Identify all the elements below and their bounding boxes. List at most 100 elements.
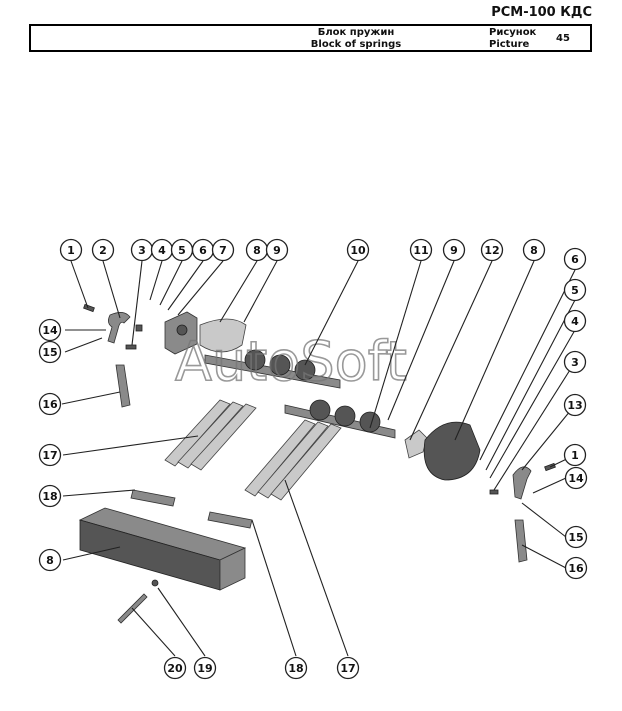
callout-8b: 8	[522, 238, 546, 262]
callout-9b: 9	[442, 238, 466, 262]
callout-8a: 8	[245, 238, 269, 262]
callout-14a: 14	[38, 318, 62, 342]
callout-19: 19	[193, 656, 217, 680]
callout-4b: 4	[563, 309, 587, 333]
part-cam-2	[269, 354, 291, 376]
svg-text:10: 10	[350, 244, 366, 257]
svg-text:7: 7	[219, 244, 227, 257]
callout-13: 13	[563, 393, 587, 417]
svg-text:5: 5	[571, 284, 579, 297]
svg-text:3: 3	[571, 356, 579, 369]
svg-text:2: 2	[99, 244, 107, 257]
svg-text:15: 15	[568, 531, 583, 544]
svg-text:17: 17	[42, 449, 57, 462]
svg-text:20: 20	[167, 662, 183, 675]
svg-text:15: 15	[42, 346, 57, 359]
callout-6b: 6	[563, 247, 587, 271]
svg-text:18: 18	[42, 490, 57, 503]
svg-text:9: 9	[450, 244, 458, 257]
svg-text:3: 3	[138, 244, 146, 257]
part-washer-left	[135, 324, 143, 332]
callout-3b: 3	[563, 350, 587, 374]
callout-4a: 4	[150, 238, 174, 262]
part-lever-left	[107, 312, 131, 344]
callout-14b: 14	[564, 466, 588, 490]
part-cam-3	[294, 359, 316, 381]
callout-10: 10	[346, 238, 370, 262]
part-cam-6	[359, 411, 381, 433]
title-ru: Блок пружин	[317, 27, 395, 38]
part-bolt-right	[489, 489, 499, 495]
svg-text:16: 16	[42, 398, 58, 411]
svg-text:8: 8	[253, 244, 261, 257]
svg-text:13: 13	[567, 399, 582, 412]
part-bolt-left	[125, 344, 137, 350]
callout-7: 7	[211, 238, 235, 262]
leader-lines	[61, 260, 576, 657]
callout-15a: 15	[38, 340, 62, 364]
callout-11: 11	[409, 238, 433, 262]
diagram-title: Блок пружин Block of springs	[286, 27, 426, 51]
svg-text:11: 11	[413, 244, 428, 257]
figure-number: 45	[556, 33, 570, 44]
svg-text:5: 5	[178, 244, 186, 257]
svg-text:4: 4	[571, 315, 579, 328]
model-name: РСМ-100 КДС	[491, 5, 592, 20]
part-plate-left	[199, 318, 247, 353]
part-flange-hole	[176, 324, 188, 336]
parts-drawing	[78, 303, 556, 624]
svg-text:6: 6	[199, 244, 207, 257]
svg-text:16: 16	[568, 562, 584, 575]
part-housing-side	[219, 547, 246, 591]
part-springs-upper	[164, 399, 257, 471]
svg-text:1: 1	[67, 244, 75, 257]
callout-12: 12	[480, 238, 504, 262]
figure-label: Рисунок Picture	[489, 27, 536, 51]
part-chain-right	[514, 519, 528, 563]
callout-17a: 17	[38, 443, 62, 467]
svg-text:17: 17	[340, 662, 355, 675]
callout-17b: 17	[336, 656, 360, 680]
part-cam-5	[334, 405, 356, 427]
callout-16a: 16	[38, 392, 62, 416]
callout-18b: 18	[284, 656, 308, 680]
part-ring	[151, 579, 159, 587]
callout-9a: 9	[265, 238, 289, 262]
part-bracket-upper	[130, 489, 176, 507]
svg-text:14: 14	[42, 324, 58, 337]
callout-5a: 5	[170, 238, 194, 262]
callout-2: 2	[91, 238, 115, 262]
callout-6a: 6	[191, 238, 215, 262]
callout-16b: 16	[564, 556, 588, 580]
svg-text:6: 6	[571, 253, 579, 266]
callout-20: 20	[163, 656, 187, 680]
callout-18a: 18	[38, 484, 62, 508]
part-bracket-lower	[207, 511, 253, 529]
callout-5b: 5	[563, 278, 587, 302]
title-en: Block of springs	[310, 39, 402, 50]
svg-text:19: 19	[197, 662, 212, 675]
part-lever-right	[512, 466, 532, 500]
watermark: AutoSoft	[175, 330, 407, 393]
figure-label-ru: Рисунок	[489, 27, 537, 38]
svg-text:4: 4	[158, 244, 166, 257]
part-pin-left	[83, 303, 95, 313]
callout-1b: 1	[563, 443, 587, 467]
title-block: Блок пружин Block of springs Рисунок Pic…	[29, 24, 592, 52]
callout-1a: 1	[59, 238, 83, 262]
part-flange-right	[423, 421, 481, 481]
figure-label-en: Picture	[489, 39, 530, 50]
callout-8c: 8	[38, 548, 62, 572]
svg-text:1: 1	[571, 449, 579, 462]
part-bearing-right	[404, 429, 428, 459]
svg-text:8: 8	[46, 554, 54, 567]
svg-text:14: 14	[568, 472, 584, 485]
svg-text:8: 8	[530, 244, 538, 257]
callout-3a: 3	[130, 238, 154, 262]
svg-text:12: 12	[484, 244, 499, 257]
callout-15b: 15	[564, 525, 588, 549]
svg-text:9: 9	[273, 244, 281, 257]
part-cam-1	[244, 349, 266, 371]
svg-text:18: 18	[288, 662, 303, 675]
